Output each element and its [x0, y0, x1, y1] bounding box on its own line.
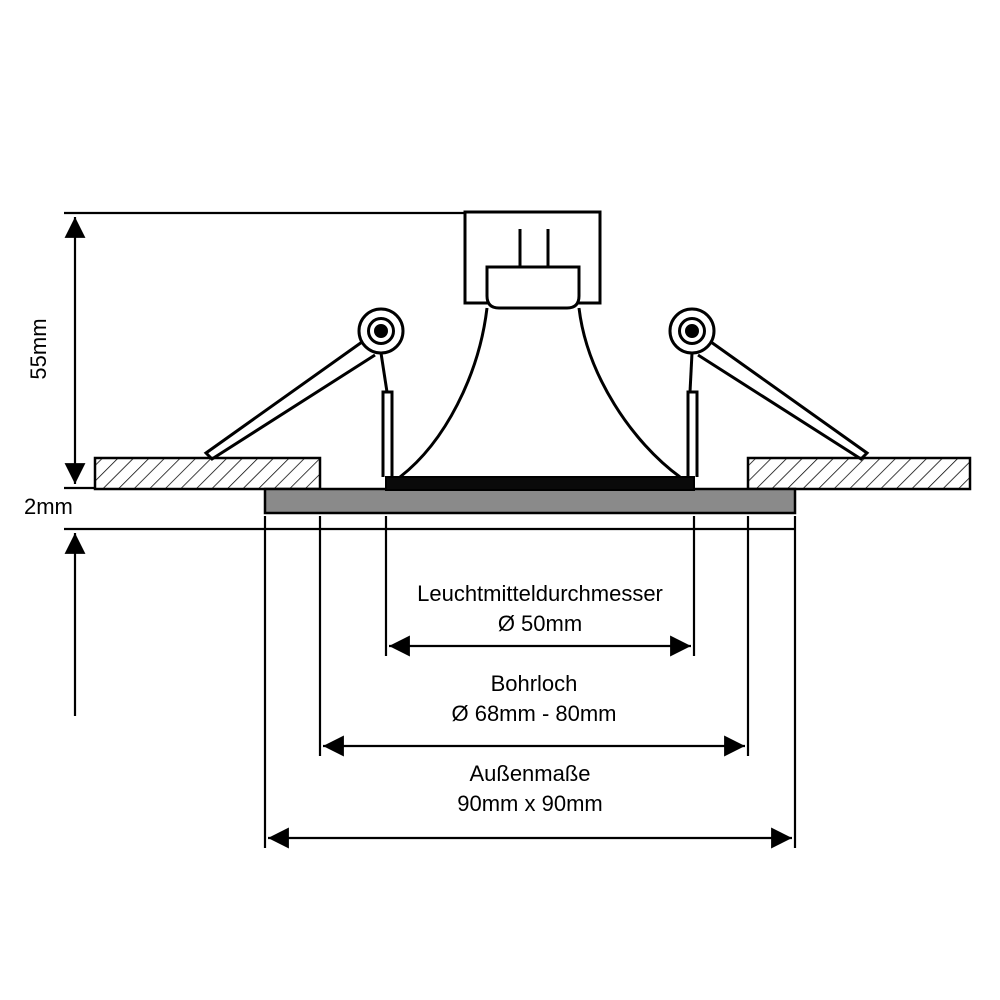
spring-link-right — [688, 352, 694, 393]
outer-size-title: Außenmaße — [469, 761, 590, 786]
bulb-diameter-value: Ø 50mm — [498, 611, 582, 636]
spring-arm-right — [697, 340, 870, 461]
ceiling-hatch-right — [746, 456, 972, 491]
dim-label-55mm: 55mm — [26, 318, 51, 379]
fixture-wall-right — [686, 390, 699, 477]
dimension-trim-thickness: 2mm — [24, 494, 795, 716]
dimension-bulb-diameter: Leuchtmitteldurchmesser Ø 50mm — [384, 516, 696, 657]
spring-coil-mid-left — [367, 317, 395, 345]
reflector-right-edge — [577, 307, 681, 479]
reflector-left-edge — [399, 307, 489, 479]
ceiling-hatch-left — [93, 456, 322, 491]
ceiling-section-left — [93, 456, 322, 491]
drill-hole-value: Ø 68mm - 80mm — [451, 701, 616, 726]
outer-size-value: 90mm x 90mm — [457, 791, 602, 816]
fixture-wall-left — [381, 390, 394, 477]
lamp-base — [485, 265, 581, 310]
spring-arm-left — [203, 340, 376, 461]
dimension-drill-hole: Bohrloch Ø 68mm - 80mm — [318, 516, 750, 757]
drill-hole-title: Bohrloch — [491, 671, 578, 696]
ceiling-section-right — [746, 456, 972, 491]
spring-link-left — [379, 352, 389, 393]
dim-label-2mm: 2mm — [24, 494, 73, 519]
spring-coil-dot-right — [685, 324, 699, 338]
spring-clip-right — [668, 307, 870, 461]
bulb-diameter-title: Leuchtmitteldurchmesser — [417, 581, 663, 606]
spring-clip-left — [203, 307, 405, 461]
spring-coil-mid-right — [678, 317, 706, 345]
dimension-recess-depth: 55mm — [26, 211, 465, 490]
spring-coil-dot-left — [374, 324, 388, 338]
lamp-fixture — [381, 210, 699, 491]
dimension-outer-size: Außenmaße 90mm x 90mm — [263, 516, 797, 849]
trim-ring — [263, 487, 797, 515]
lamp-face — [385, 476, 695, 491]
